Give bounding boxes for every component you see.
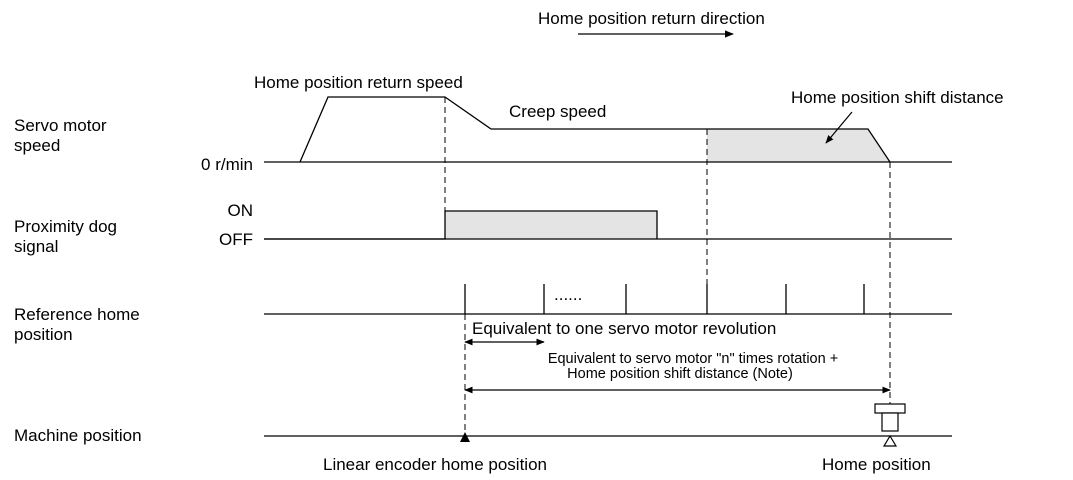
return-speed-label: Home position return speed — [254, 73, 463, 92]
dog-off-label: OFF — [219, 230, 253, 249]
reference-row-label-line1: Reference home — [14, 305, 140, 324]
reference-row-label-line2: position — [14, 325, 73, 344]
dog-row-label-line1: Proximity dog — [14, 217, 117, 236]
servo-motor-speed-curve — [299, 96, 891, 163]
machine-stopper-icon — [874, 403, 906, 432]
dog-on-shaded-area — [445, 211, 657, 239]
shift-distance-label: Home position shift distance — [791, 88, 1004, 107]
creep-speed-label: Creep speed — [509, 102, 606, 121]
n-rotation-label-line2: Home position shift distance (Note) — [567, 366, 793, 382]
linear-encoder-home-marker — [460, 432, 470, 442]
shift-distance-shaded-area — [707, 129, 890, 162]
dog-on-label: ON — [228, 201, 254, 220]
timing-guide-lines — [444, 97, 891, 432]
speed-row-label-line1: Servo motor — [14, 116, 107, 135]
linear-encoder-home-label: Linear encoder home position — [323, 455, 547, 474]
speed-row-label-line2: speed — [14, 136, 60, 155]
one-revolution-label: Equivalent to one servo motor revolution — [472, 319, 776, 338]
speed-zero-label: 0 r/min — [201, 155, 253, 174]
direction-label: Home position return direction — [538, 9, 765, 28]
home-position-label: Home position — [822, 455, 931, 474]
home-position-marker — [882, 434, 898, 447]
reference-pulse-marks — [464, 284, 865, 314]
dog-row-label-line2: signal — [14, 237, 58, 256]
machine-row-label: Machine position — [14, 426, 142, 445]
shift-distance-pointer-arrow — [825, 111, 853, 144]
n-rotation-label-line1: Equivalent to servo motor "n" times rota… — [548, 351, 838, 367]
reference-ellipsis: ...... — [554, 285, 582, 304]
